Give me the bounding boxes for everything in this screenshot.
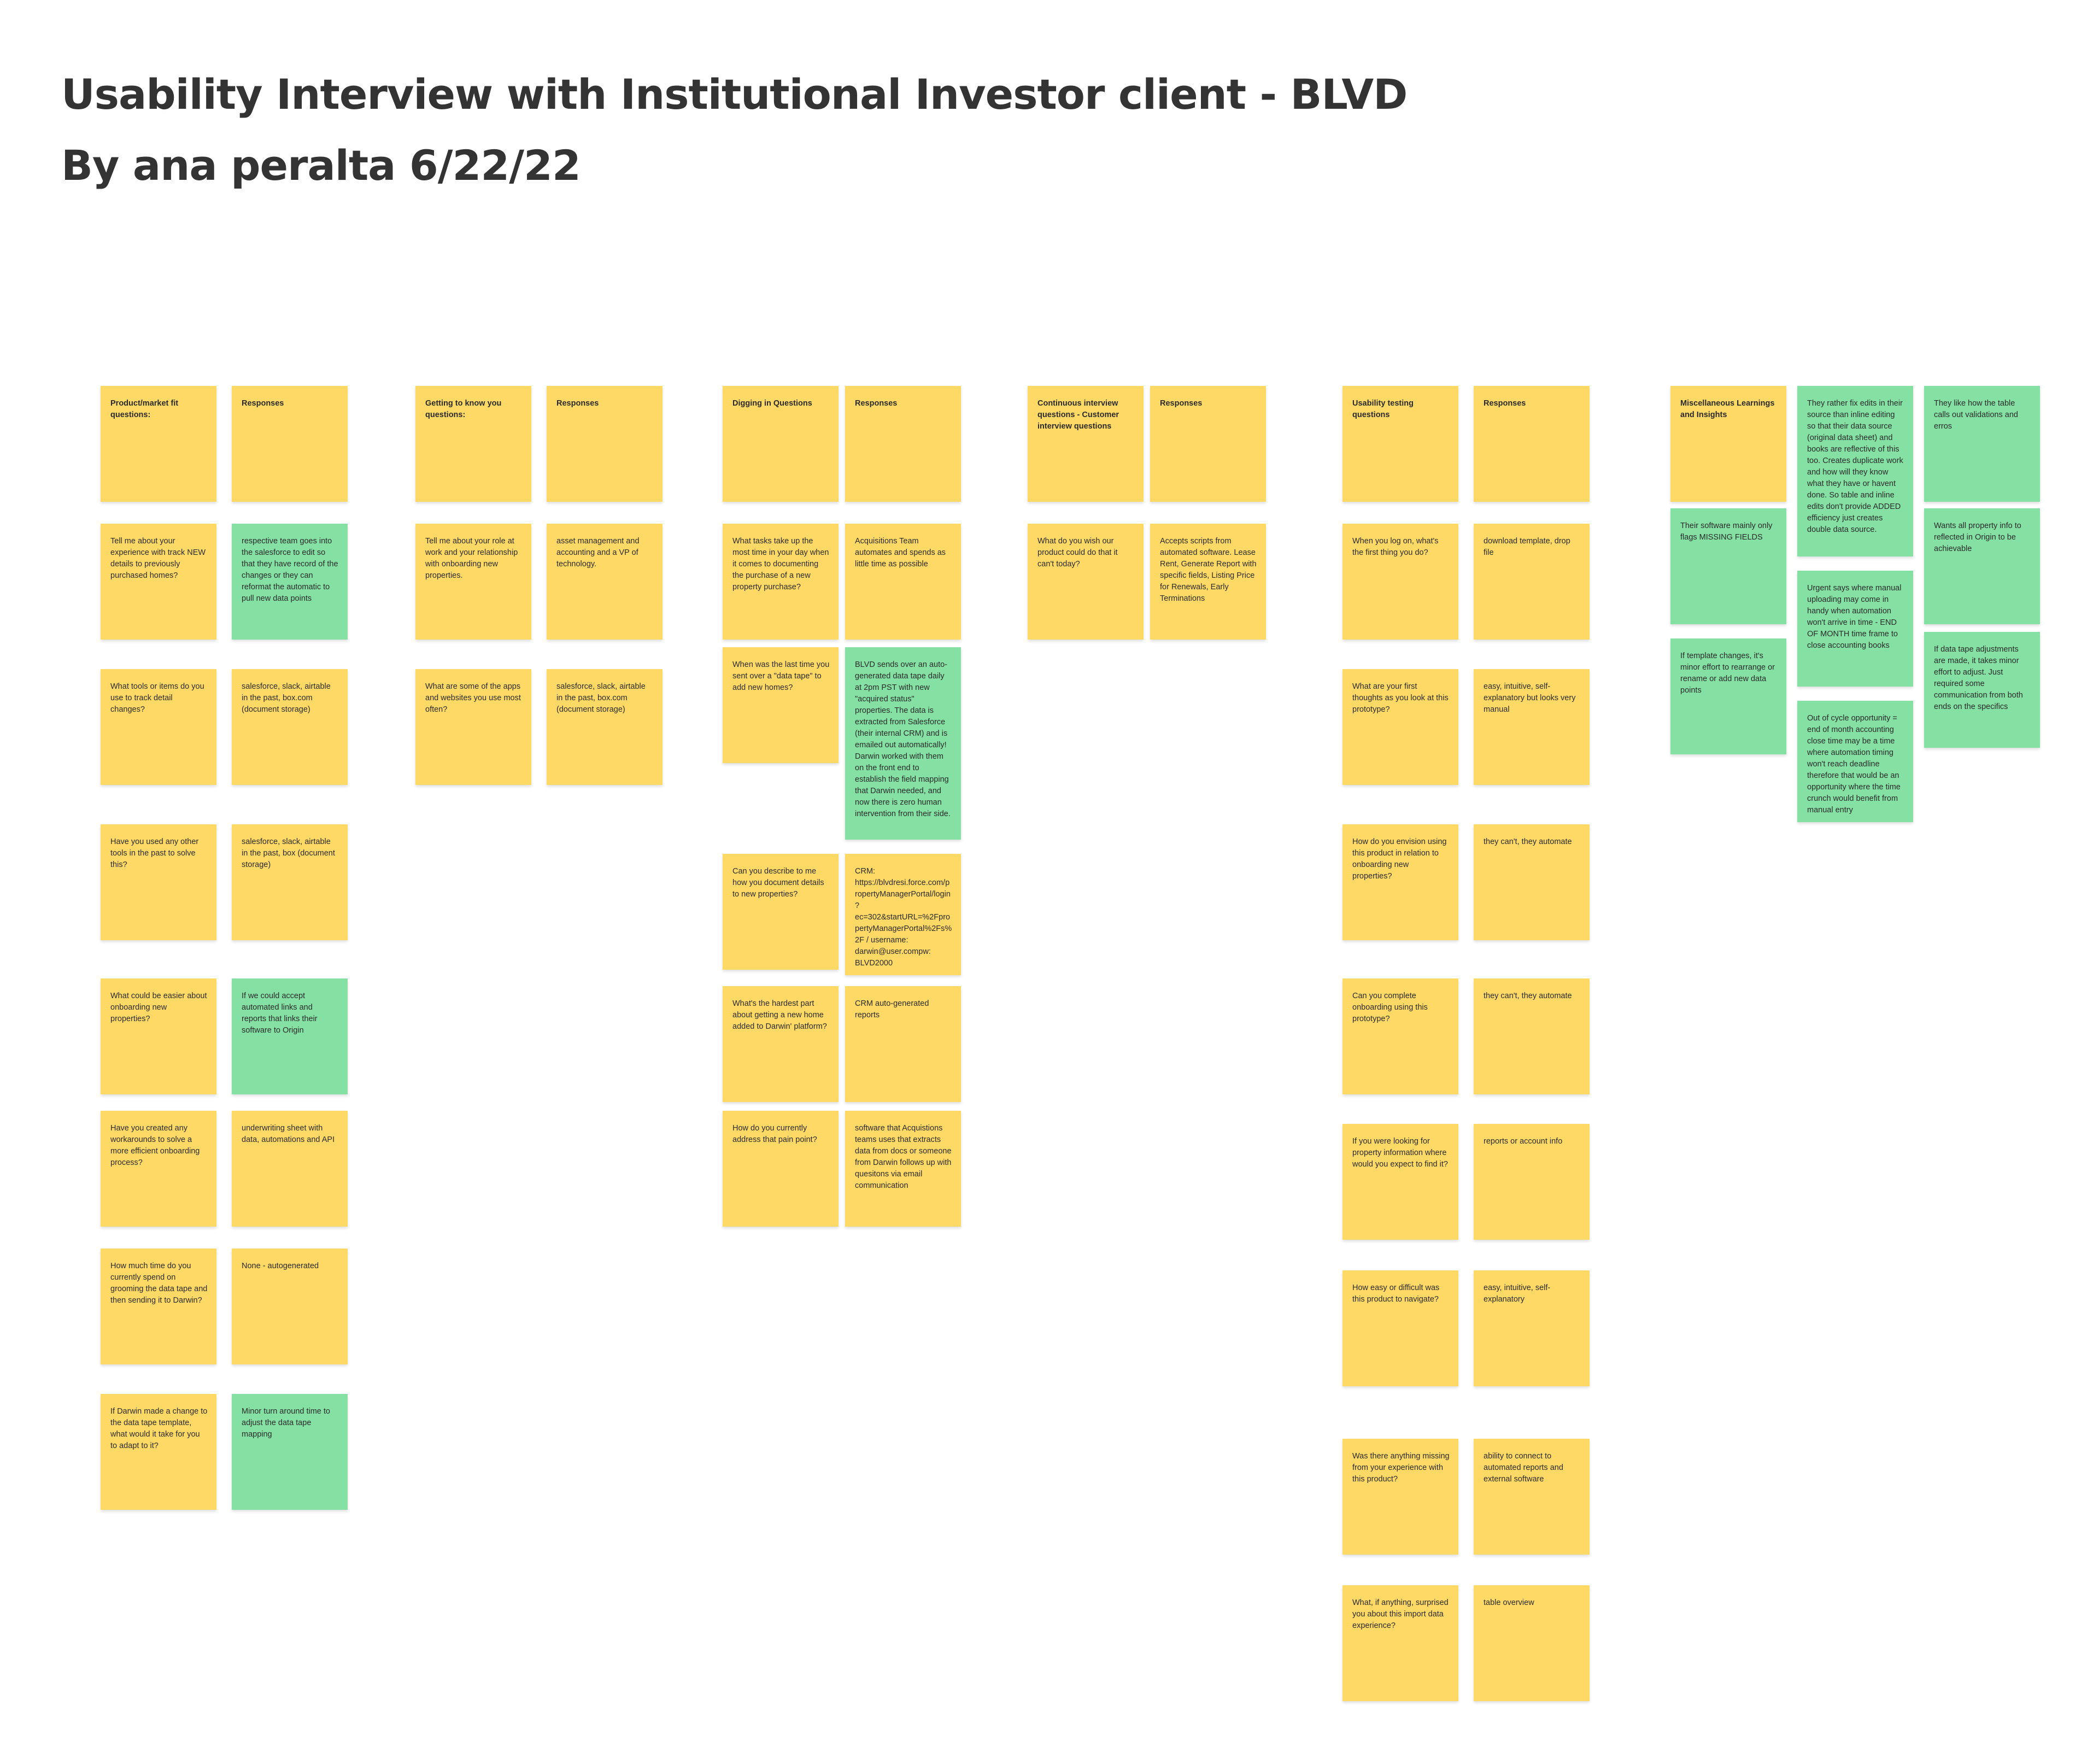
sticky-use-response-2[interactable]: easy, intuitive, self-explanatory but lo…	[1474, 669, 1590, 785]
sticky-pmf-question-1[interactable]: Tell me about your experience with track…	[101, 524, 216, 640]
sticky-misc-insight-6[interactable]: They like how the table calls out valida…	[1924, 386, 2040, 502]
sticky-use-response-8[interactable]: table overview	[1474, 1585, 1590, 1701]
sticky-dig-question-4[interactable]: What's the hardest part about getting a …	[723, 986, 839, 1102]
sticky-pmf-question-7[interactable]: If Darwin made a change to the data tape…	[101, 1394, 216, 1510]
sticky-pmf-question-2[interactable]: What tools or items do you use to track …	[101, 669, 216, 785]
sticky-use-response-5[interactable]: reports or account info	[1474, 1124, 1590, 1240]
sticky-use-response-4[interactable]: they can't, they automate	[1474, 978, 1590, 1094]
sticky-pmf-question-3[interactable]: Have you used any other tools in the pas…	[101, 824, 216, 940]
sticky-use-question-5[interactable]: If you were looking for property informa…	[1342, 1124, 1458, 1240]
sticky-pmf-response-4[interactable]: If we could accept automated links and r…	[232, 978, 348, 1094]
sticky-cont-responses-header[interactable]: Responses	[1150, 386, 1266, 502]
sticky-gtk-question-2[interactable]: What are some of the apps and websites y…	[415, 669, 531, 785]
sticky-dig-question-5[interactable]: How do you currently address that pain p…	[723, 1111, 839, 1227]
sticky-use-response-1[interactable]: download template, drop file	[1474, 524, 1590, 640]
sticky-dig-response-4[interactable]: CRM auto-generated reports	[845, 986, 961, 1102]
sticky-cont-response-1[interactable]: Accepts scripts from automated software.…	[1150, 524, 1266, 640]
sticky-misc-insight-7[interactable]: Wants all property info to reflected in …	[1924, 508, 2040, 624]
sticky-pmf-response-6[interactable]: None - autogenerated	[232, 1249, 348, 1364]
sticky-pmf-response-5[interactable]: underwriting sheet with data, automation…	[232, 1111, 348, 1227]
sticky-use-question-7[interactable]: Was there anything missing from your exp…	[1342, 1439, 1458, 1555]
sticky-use-question-2[interactable]: What are your first thoughts as you look…	[1342, 669, 1458, 785]
sticky-dig-question-2[interactable]: When was the last time you sent over a "…	[723, 647, 839, 763]
sticky-gtk-response-2[interactable]: salesforce, slack, airtable in the past,…	[547, 669, 662, 785]
sticky-misc-insight-3[interactable]: They rather fix edits in their source th…	[1797, 386, 1913, 556]
sticky-pmf-response-3[interactable]: salesforce, slack, airtable in the past,…	[232, 824, 348, 940]
sticky-misc-insight-1[interactable]: Their software mainly only flags MISSING…	[1670, 508, 1786, 624]
sticky-use-responses-header[interactable]: Responses	[1474, 386, 1590, 502]
board-author-date: By ana peralta 6/22/22	[61, 141, 581, 190]
sticky-pmf-question-4[interactable]: What could be easier about onboarding ne…	[101, 978, 216, 1094]
sticky-pmf-response-1[interactable]: respective team goes into the salesforce…	[232, 524, 348, 640]
sticky-gtk-question-1[interactable]: Tell me about your role at work and your…	[415, 524, 531, 640]
sticky-cont-question-1[interactable]: What do you wish our product could do th…	[1028, 524, 1144, 640]
sticky-misc-insight-4[interactable]: Urgent says where manual uploading may c…	[1797, 571, 1913, 687]
sticky-dig-responses-header[interactable]: Responses	[845, 386, 961, 502]
sticky-pmf-question-6[interactable]: How much time do you currently spend on …	[101, 1249, 216, 1364]
sticky-dig-question-3[interactable]: Can you describe to me how you document …	[723, 854, 839, 970]
sticky-misc-insight-2[interactable]: If template changes, it's minor effort t…	[1670, 638, 1786, 754]
sticky-misc-insight-8[interactable]: If data tape adjustments are made, it ta…	[1924, 632, 2040, 748]
sticky-dig-response-5[interactable]: software that Acquistions teams uses tha…	[845, 1111, 961, 1227]
sticky-pmf-responses-header[interactable]: Responses	[232, 386, 348, 502]
sticky-pmf-response-2[interactable]: salesforce, slack, airtable in the past,…	[232, 669, 348, 785]
sticky-pmf-response-7[interactable]: Minor turn around time to adjust the dat…	[232, 1394, 348, 1510]
sticky-use-question-3[interactable]: How do you envision using this product i…	[1342, 824, 1458, 940]
board-title: Usability Interview with Institutional I…	[61, 70, 1408, 119]
sticky-dig-response-1[interactable]: Acquisitions Team automates and spends a…	[845, 524, 961, 640]
sticky-gtk-header[interactable]: Getting to know you questions:	[415, 386, 531, 502]
sticky-use-question-1[interactable]: When you log on, what's the first thing …	[1342, 524, 1458, 640]
sticky-use-question-6[interactable]: How easy or difficult was this product t…	[1342, 1270, 1458, 1386]
sticky-misc-insight-5[interactable]: Out of cycle opportunity = end of month …	[1797, 701, 1913, 822]
sticky-gtk-response-1[interactable]: asset management and accounting and a VP…	[547, 524, 662, 640]
sticky-pmf-question-5[interactable]: Have you created any workarounds to solv…	[101, 1111, 216, 1227]
sticky-pmf-header[interactable]: Product/market fit questions:	[101, 386, 216, 502]
sticky-use-question-4[interactable]: Can you complete onboarding using this p…	[1342, 978, 1458, 1094]
sticky-use-question-8[interactable]: What, if anything, surprised you about t…	[1342, 1585, 1458, 1701]
sticky-use-response-7[interactable]: ability to connect to automated reports …	[1474, 1439, 1590, 1555]
sticky-use-response-6[interactable]: easy, intuitive, self-explanatory	[1474, 1270, 1590, 1386]
sticky-use-response-3[interactable]: they can't, they automate	[1474, 824, 1590, 940]
sticky-dig-response-3[interactable]: CRM: https://blvdresi.force.com/property…	[845, 854, 961, 975]
sticky-gtk-responses-header[interactable]: Responses	[547, 386, 662, 502]
sticky-use-header[interactable]: Usability testing questions	[1342, 386, 1458, 502]
sticky-dig-question-1[interactable]: What tasks take up the most time in your…	[723, 524, 839, 640]
sticky-dig-header[interactable]: Digging in Questions	[723, 386, 839, 502]
sticky-dig-response-2[interactable]: BLVD sends over an auto-generated data t…	[845, 647, 961, 840]
sticky-cont-header[interactable]: Continuous interview questions - Custome…	[1028, 386, 1144, 502]
sticky-misc-header[interactable]: Miscellaneous Learnings and Insights	[1670, 386, 1786, 502]
